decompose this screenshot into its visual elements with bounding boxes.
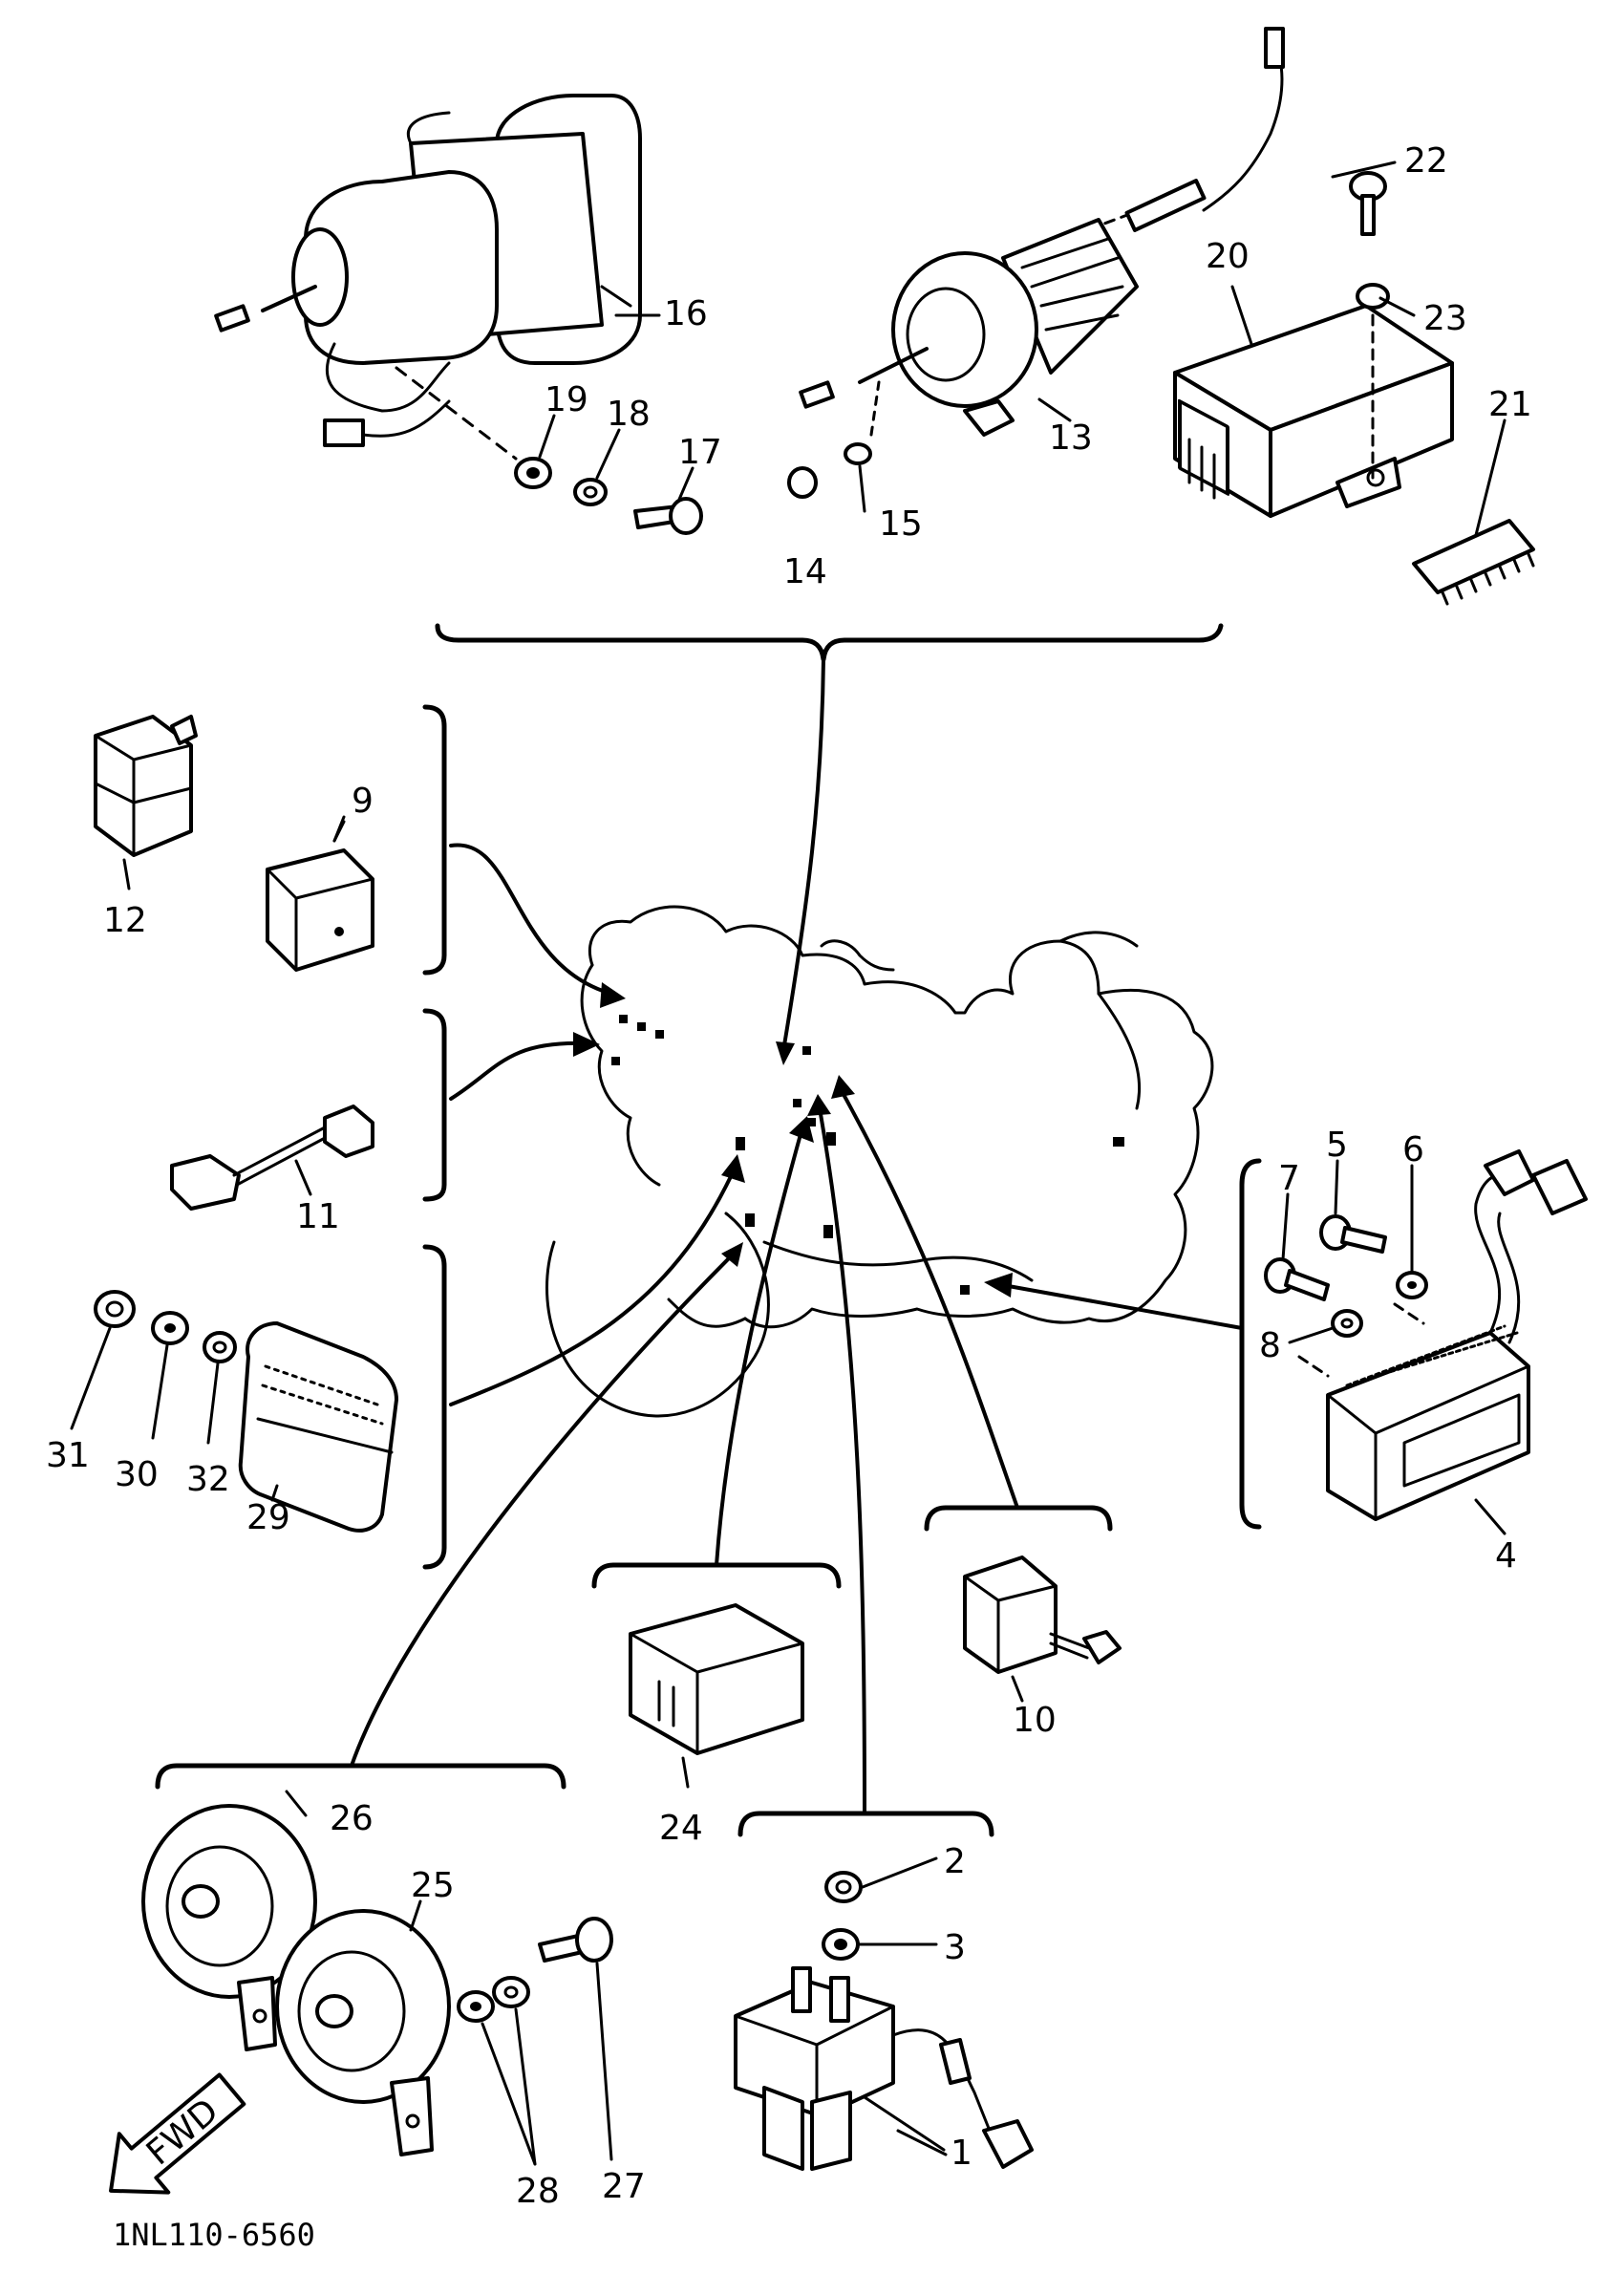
callout-19: 19	[545, 380, 588, 419]
callout-9: 9	[352, 782, 374, 821]
callout-30: 30	[115, 1455, 159, 1494]
callout-2: 2	[944, 1842, 966, 1881]
part-4-regulator	[1297, 1149, 1588, 1521]
callout-8: 8	[1259, 1326, 1281, 1365]
part-20-control-unit	[1173, 304, 1454, 518]
part-21-chip	[1412, 519, 1535, 606]
callout-31: 31	[46, 1436, 90, 1475]
part-1-starter-relay	[734, 1966, 1034, 2171]
part-8-collar	[1331, 1309, 1363, 1338]
part-22-screw	[1349, 171, 1387, 236]
part-12-relay	[94, 715, 198, 890]
diagram-code: 1NL110-6560	[113, 2217, 315, 2253]
part-26-horn	[141, 1804, 317, 2051]
callout-1: 1	[951, 2134, 972, 2173]
callout-7: 7	[1278, 1159, 1300, 1198]
part-16-motor-unit	[214, 94, 642, 461]
callout-10: 10	[1013, 1701, 1057, 1740]
callout-4: 4	[1495, 1536, 1517, 1576]
part-25-horn	[275, 1909, 451, 2156]
leader-lines	[350, 657, 1244, 1815]
part-3-washer	[822, 1928, 860, 1961]
callout-13: 13	[1049, 418, 1093, 458]
part-15-washer	[844, 380, 881, 465]
part-5-bolt	[1319, 1214, 1387, 1254]
part-31-nut	[94, 1290, 136, 1328]
part-11-sensor	[170, 1105, 374, 1211]
callout-20: 20	[1206, 237, 1250, 276]
motorcycle-silhouette	[545, 905, 1214, 1418]
callout-22: 22	[1404, 141, 1448, 181]
callout-14: 14	[783, 552, 827, 591]
callout-21: 21	[1488, 385, 1532, 424]
callout-25: 25	[411, 1866, 455, 1905]
callout-27: 27	[602, 2167, 646, 2206]
callout-23: 23	[1423, 299, 1467, 338]
part-13-actuator	[799, 27, 1285, 437]
part-29-reflector	[238, 1321, 398, 1533]
part-24-relay-box	[629, 1603, 804, 1789]
part-6-collar	[1396, 1271, 1428, 1299]
callout-6: 6	[1402, 1130, 1424, 1169]
callout-labels: 1 2 3 4 5 6 7 8 9 10 11 12 13 14 15 16 1…	[46, 141, 1532, 2211]
part-18-washer	[573, 478, 608, 506]
part-10-flasher-relay	[963, 1555, 1122, 1703]
part-2-nut	[824, 1871, 863, 1903]
callout-3: 3	[944, 1928, 966, 1967]
part-27-bolt	[538, 1917, 613, 1963]
part-32-grommet	[203, 1331, 237, 1363]
callout-16: 16	[664, 294, 708, 333]
part-19-collar	[514, 457, 552, 489]
part-28-washers	[457, 1976, 530, 2023]
callout-17: 17	[678, 433, 722, 472]
callout-26: 26	[330, 1799, 374, 1838]
label-leaders	[70, 161, 1506, 2166]
part-17-bolt	[633, 497, 703, 535]
callout-29: 29	[246, 1498, 290, 1537]
callout-12: 12	[103, 901, 147, 940]
callout-15: 15	[879, 504, 923, 544]
callout-28: 28	[516, 2172, 560, 2211]
callout-18: 18	[607, 395, 651, 434]
callout-5: 5	[1326, 1126, 1348, 1165]
part-9-switch	[266, 820, 374, 972]
part-7-bolt	[1264, 1257, 1330, 1301]
part-14-nut	[787, 466, 818, 499]
callout-11: 11	[296, 1197, 340, 1236]
callout-32: 32	[186, 1460, 230, 1499]
forward-direction-arrow: FWD	[109, 2072, 246, 2195]
part-30-washer	[151, 1311, 189, 1345]
part-23-washer	[1356, 283, 1390, 480]
callout-24: 24	[659, 1809, 703, 1848]
